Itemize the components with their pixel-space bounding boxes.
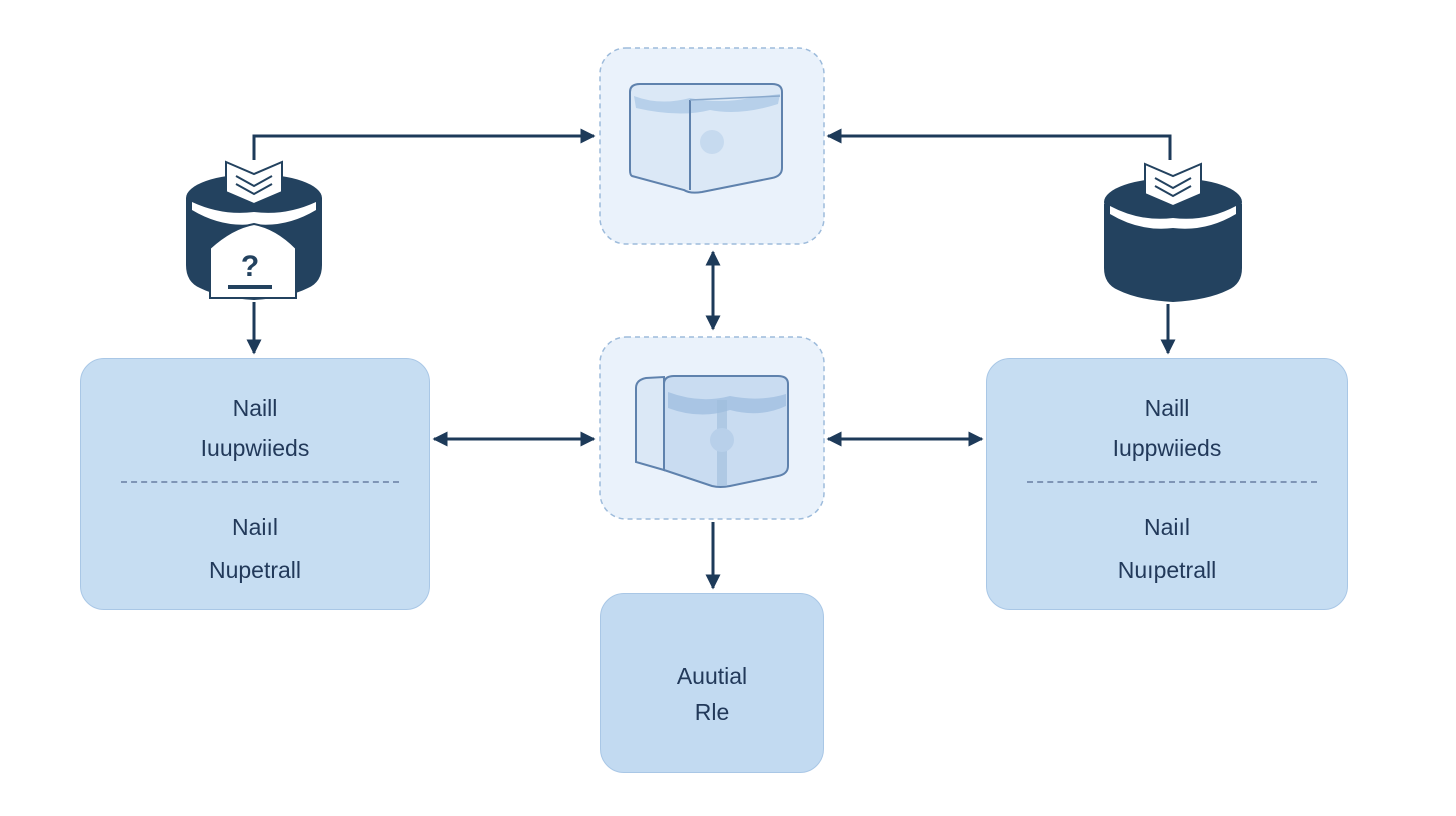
right-node-box: Naill Iuppwiieds Naiıl Nuıpetrall bbox=[986, 358, 1348, 610]
left-node-line-4: Nupetrall bbox=[208, 557, 302, 583]
right-node-line-3: Naiıl bbox=[1143, 514, 1190, 540]
right-node-line-4: Nuıpetrall bbox=[1117, 557, 1217, 583]
bottom-node-line-2: Rle bbox=[694, 699, 730, 725]
bottom-node-line-1: Auutial bbox=[676, 663, 748, 689]
left-database-icon: ? bbox=[186, 160, 322, 300]
middle-cube-icon bbox=[635, 375, 789, 488]
arrow-right-db-to-top-tile bbox=[826, 128, 1172, 160]
left-node-line-3: Naiıl bbox=[231, 514, 278, 540]
right-database-icon bbox=[1104, 162, 1242, 302]
connectors bbox=[246, 128, 1176, 590]
top-cube-icon bbox=[629, 83, 783, 194]
left-node-box: Naill Iuupwiieds Naiıl Nupetrall bbox=[80, 358, 430, 610]
left-node-divider bbox=[121, 481, 399, 483]
question-mark-icon: ? bbox=[241, 250, 259, 283]
right-node-divider bbox=[1027, 481, 1317, 483]
right-node-line-1: Naill bbox=[1144, 395, 1190, 421]
bottom-node-box: Auutial Rle bbox=[600, 593, 824, 773]
right-node-line-2: Iuppwiieds bbox=[1112, 435, 1222, 461]
left-node-line-2: Iuupwiieds bbox=[200, 435, 310, 461]
left-node-line-1: Naill bbox=[232, 395, 278, 421]
arrow-left-db-to-top-tile bbox=[252, 128, 596, 160]
